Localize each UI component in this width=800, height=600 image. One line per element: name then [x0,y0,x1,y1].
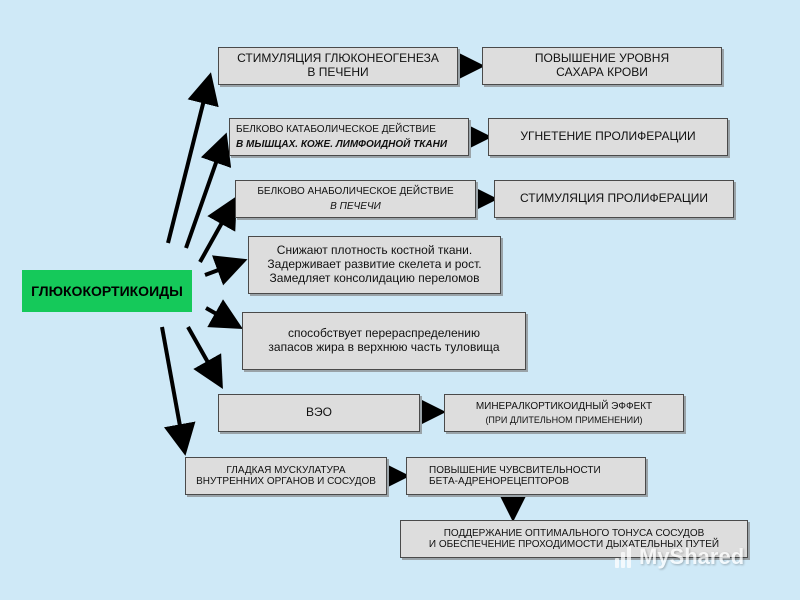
node-protein-anabolic: БЕЛКОВО АНАБОЛИЧЕСКОЕ ДЕЙСТВИЕ В ПЕЧЕЧИ [235,180,476,218]
node-text-line: Снижают плотность костной ткани. [276,243,473,258]
node-text-line: В ПЕЧЕЧИ [330,201,381,212]
node-mineralcorticoid: МИНЕРАЛКОРТИКОИДНЫЙ ЭФФЕКТ (ПРИ ДЛИТЕЛЬН… [444,394,684,432]
node-text-line: запасов жира в верхнюю часть туловища [268,340,500,354]
node-text-line: СТИМУЛЯЦИЯ ГЛЮКОНЕОГЕНЕЗА [237,51,439,66]
bar-chart-icon [615,546,635,568]
root-node: ГЛЮКОКОРТИКОИДЫ [22,270,192,312]
node-text-line: ПОВЫШЕНИЕ УРОВНЯ [534,51,670,66]
node-gluconeogenesis: СТИМУЛЯЦИЯ ГЛЮКОНЕОГЕНЕЗА В ПЕЧЕНИ [218,47,458,85]
node-text-line: БЕЛКОВО КАТАБОЛИЧЕСКОЕ ДЕЙСТВИЕ [236,123,436,135]
node-text-line: САХАРА КРОВИ [556,65,648,79]
node-blood-sugar: ПОВЫШЕНИЕ УРОВНЯ САХАРА КРОВИ [482,47,722,85]
node-text-line: В ПЕЧЕНИ [307,65,369,79]
node-text-line: В МЫШЦАХ. КОЖЕ. ЛИМФОИДНОЙ ТКАНИ [236,139,448,150]
node-text-line: УГНЕТЕНИЕ ПРОЛИФЕРАЦИИ [520,129,696,144]
watermark-text: MyShared [639,544,745,569]
watermark: MyShared [615,544,744,570]
arrow-to-veo [186,326,223,389]
node-beta-sensitivity: ПОВЫШЕНИЕ ЧУВСВИТЕЛЬНОСТИ БЕТА-АДРЕНОРЕЦ… [406,457,646,495]
node-text-line: способствует перераспределению [287,326,481,341]
arrow-to-fat [205,299,243,329]
node-protein-catabolic: БЕЛКОВО КАТАБОЛИЧЕСКОЕ ДЕЙСТВИЕ В МЫШЦАХ… [229,118,469,156]
node-prolif-inhibition: УГНЕТЕНИЕ ПРОЛИФЕРАЦИИ [488,118,728,156]
node-text-line: БЕТА-АДРЕНОРЕЦЕПТОРОВ [429,476,570,487]
arrow-to-protein-catabolic [184,132,232,249]
node-text-line: И ОБЕСПЕЧЕНИЕ ПРОХОДИМОСТИ ДЫХАТЕЛЬНЫХ П… [428,539,720,550]
node-prolif-stimulation: СТИМУЛЯЦИЯ ПРОЛИФЕРАЦИИ [494,180,734,218]
node-bone: Снижают плотность костной ткани. Задержи… [248,236,501,294]
node-text-line: СТИМУЛЯЦИЯ ПРОЛИФЕРАЦИИ [519,191,708,206]
node-text-line: ВЭО [306,405,332,420]
node-text-line: ГЛАДКАЯ МУСКУЛАТУРА [226,464,346,476]
node-fat: способствует перераспределению запасов ж… [242,312,526,370]
node-smooth-muscle: ГЛАДКАЯ МУСКУЛАТУРА ВНУТРЕННИХ ОРГАНОВ И… [185,457,387,495]
root-label: ГЛЮКОКОРТИКОИДЫ [31,283,183,299]
arrow-to-protein-anabolic [198,196,237,263]
arrow-to-bone [204,255,248,286]
node-text-line: Задерживает развитие скелета и рост. [267,257,482,272]
node-text-line: МИНЕРАЛКОРТИКОИДНЫЙ ЭФФЕКТ [475,401,653,413]
node-veo: ВЭО [218,394,420,432]
node-text-line: ПОДДЕРЖАНИЕ ОПТИМАЛЬНОГО ТОНУСА СОСУДОВ [443,527,705,539]
node-text-line: БЕЛКОВО АНАБОЛИЧЕСКОЕ ДЕЙСТВИЕ [257,185,454,197]
node-text-line: ПОВЫШЕНИЕ ЧУВСВИТЕЛЬНОСТИ [429,464,601,476]
arrow-to-gluconeogenesis [166,72,219,244]
node-text-line: ВНУТРЕННИХ ОРГАНОВ И СОСУДОВ [196,476,376,487]
arrow-to-smooth-muscle [160,326,196,456]
node-text-line: Замедляет консолидацию переломов [269,270,480,285]
node-vascular-tone: ПОДДЕРЖАНИЕ ОПТИМАЛЬНОГО ТОНУСА СОСУДОВ … [400,520,748,558]
node-text-line: (ПРИ ДЛИТЕЛЬНОМ ПРИМЕНЕНИИ) [485,414,643,425]
